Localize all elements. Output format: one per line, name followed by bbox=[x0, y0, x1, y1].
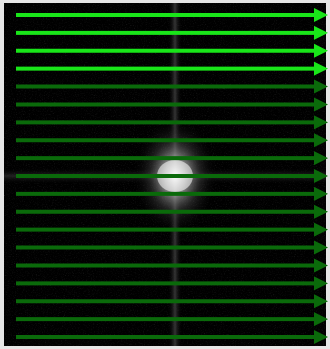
arrow-head-icon bbox=[314, 258, 328, 273]
trajectory-line bbox=[16, 97, 328, 112]
arrow-head-icon bbox=[314, 133, 328, 148]
arrow-head-icon bbox=[314, 330, 328, 344]
arrow-head-icon bbox=[314, 169, 328, 183]
trajectory-line bbox=[16, 8, 328, 22]
arrow-head-icon bbox=[314, 204, 328, 219]
trajectory-line bbox=[16, 151, 328, 166]
trajectory-line bbox=[16, 186, 328, 201]
trajectory-line bbox=[16, 204, 328, 219]
arrow-head-icon bbox=[314, 312, 328, 327]
arrow-head-icon bbox=[314, 115, 328, 130]
arrow-head-icon bbox=[314, 97, 328, 112]
arrow-head-icon bbox=[314, 186, 328, 201]
trajectory-line bbox=[16, 169, 328, 183]
arrow-head-icon bbox=[314, 294, 328, 309]
arrow-head-icon bbox=[314, 240, 328, 255]
trajectory-line bbox=[16, 294, 328, 309]
trajectory-line bbox=[16, 115, 328, 130]
trajectory-line bbox=[16, 43, 328, 58]
trajectory-line bbox=[16, 133, 328, 148]
trajectory-line bbox=[16, 330, 328, 344]
trajectory-line bbox=[16, 61, 328, 76]
trajectory-line bbox=[16, 25, 328, 40]
trajectory-line bbox=[16, 312, 328, 327]
trajectory-line bbox=[16, 240, 328, 255]
arrow-head-icon bbox=[314, 43, 328, 58]
arrow-head-icon bbox=[314, 25, 328, 40]
trajectory-lines bbox=[16, 8, 328, 344]
arrow-head-icon bbox=[314, 61, 328, 76]
trajectory-line bbox=[16, 222, 328, 237]
arrow-head-icon bbox=[314, 151, 328, 166]
arrow-head-icon bbox=[314, 79, 328, 94]
trajectory-line bbox=[16, 258, 328, 273]
arrow-head-icon bbox=[314, 8, 328, 22]
arrow-head-icon bbox=[314, 276, 328, 291]
trajectory-line bbox=[16, 276, 328, 291]
arrow-head-icon bbox=[314, 222, 328, 237]
trajectory-line bbox=[16, 79, 328, 94]
